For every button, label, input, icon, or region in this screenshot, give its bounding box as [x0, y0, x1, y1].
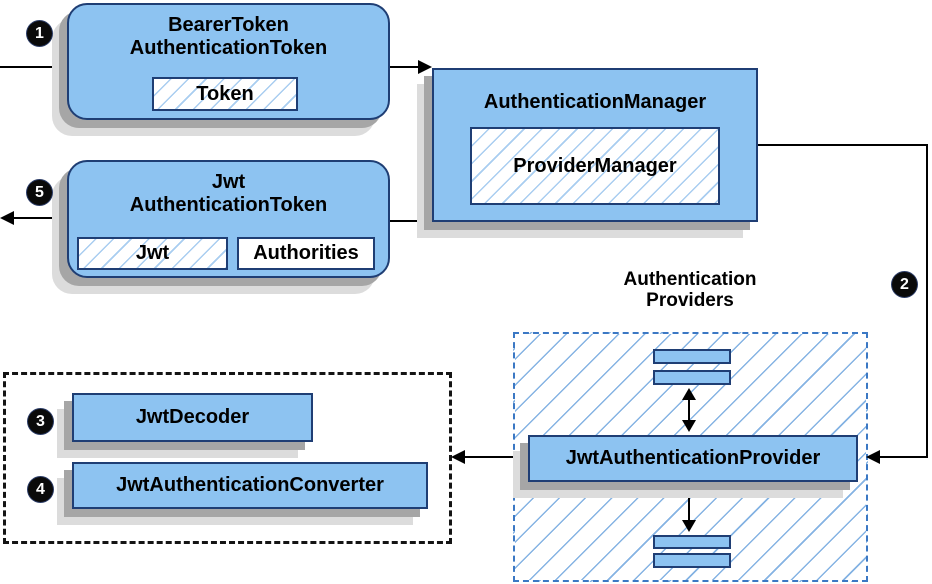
node-title: JwtAuthenticationConverter: [116, 474, 384, 496]
connector-outgoing-line: [12, 217, 67, 219]
node-title: BearerToken: [168, 14, 289, 36]
authentication-providers-title: Authentication Providers: [540, 269, 840, 311]
token-field: Token: [152, 77, 298, 111]
authorities-field: Authorities: [237, 237, 375, 270]
provider-placeholder-bar: [653, 535, 731, 549]
token-field-label: Token: [196, 82, 254, 105]
connector-manager-to-provider-top-line: [758, 144, 928, 146]
connector-manager-to-provider-bottom-line: [880, 456, 928, 458]
node-title: Jwt: [211, 171, 246, 193]
provider-manager-field: ProviderManager: [470, 127, 720, 205]
badge-number: 4: [36, 480, 45, 498]
jwt-field: Jwt: [77, 237, 228, 270]
arrowhead-left-icon: [451, 450, 465, 464]
connector-manager-to-jwt-token-line: [388, 220, 432, 222]
badge-number: 2: [900, 275, 909, 293]
decoder-converter-group-box: [3, 372, 452, 544]
arrowhead-left-icon: [0, 211, 14, 225]
connector-manager-to-provider-vertical-line: [926, 144, 928, 458]
jwt-authentication-converter-node: JwtAuthenticationConverter: [72, 462, 428, 509]
step-5-badge: 5: [27, 180, 52, 205]
group-title-line: Authentication: [623, 269, 757, 290]
connector-provider-to-decoder-line: [464, 456, 520, 458]
group-title-line: Providers: [646, 290, 734, 311]
node-title: AuthenticationManager: [483, 91, 707, 113]
authorities-field-label: Authorities: [253, 242, 359, 264]
jwt-decoder-node: JwtDecoder: [72, 393, 313, 442]
provider-placeholder-bar: [653, 349, 731, 364]
node-title: AuthenticationToken: [129, 37, 328, 59]
arrowhead-left-icon: [866, 450, 880, 464]
jwt-authentication-provider-node: JwtAuthenticationProvider: [528, 435, 858, 482]
node-title: JwtDecoder: [135, 406, 250, 428]
arrowhead-right-icon: [418, 60, 432, 74]
jwt-field-label: Jwt: [135, 242, 170, 264]
provider-placeholder-bar: [653, 370, 731, 385]
provider-manager-label: ProviderManager: [513, 154, 677, 177]
badge-number: 5: [35, 183, 44, 201]
step-1-badge: 1: [27, 21, 52, 46]
badge-number: 1: [35, 24, 44, 42]
step-4-badge: 4: [28, 477, 53, 502]
provider-placeholder-bar: [653, 553, 731, 568]
step-3-badge: 3: [28, 409, 53, 434]
node-title: AuthenticationToken: [129, 194, 328, 216]
badge-number: 3: [36, 412, 45, 430]
connector-incoming-line: [0, 66, 67, 68]
step-2-badge: 2: [892, 272, 917, 297]
connector-bearer-to-manager-line: [388, 66, 420, 68]
node-title: JwtAuthenticationProvider: [565, 447, 821, 469]
